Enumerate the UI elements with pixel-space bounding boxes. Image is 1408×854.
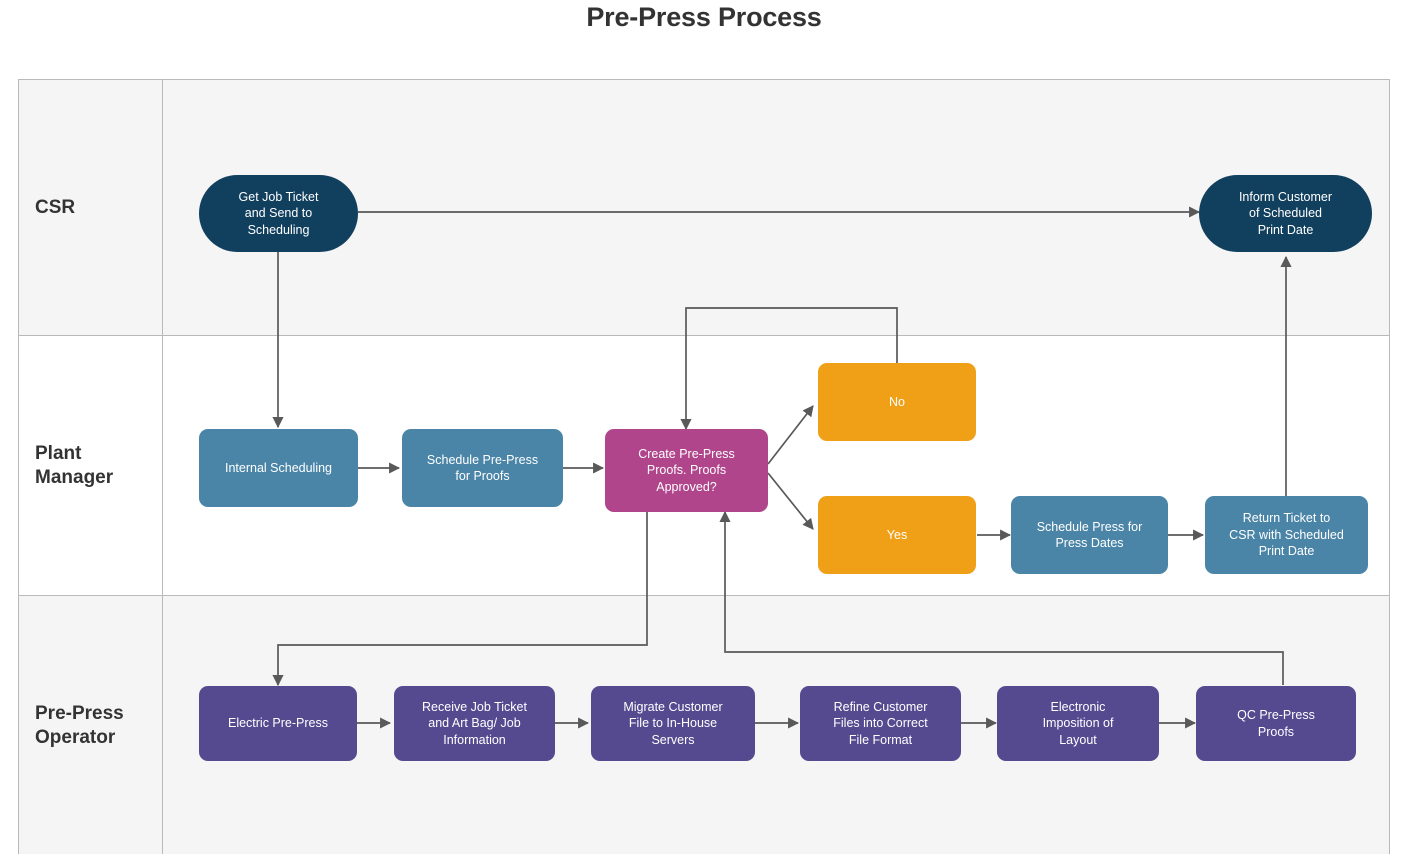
swimlane-header-plant-manager: Plant Manager (19, 336, 163, 595)
node-electronic-imposition[interactable]: Electronic Imposition of Layout (997, 686, 1159, 761)
node-qc-pre-press-proofs[interactable]: QC Pre-Press Proofs (1196, 686, 1356, 761)
swimlane-label-csr: CSR (35, 196, 76, 218)
node-return-ticket[interactable]: Return Ticket to CSR with Scheduled Prin… (1205, 496, 1368, 574)
swimlane-header-pre-press-operator: Pre-Press Operator (19, 596, 163, 854)
node-refine-customer-files[interactable]: Refine Customer Files into Correct File … (800, 686, 961, 761)
page-title: Pre-Press Process (586, 2, 822, 32)
swimlane-header-csr: CSR (19, 80, 163, 335)
node-decision-yes[interactable]: Yes (818, 496, 976, 574)
node-migrate-customer-file[interactable]: Migrate Customer File to In-House Server… (591, 686, 755, 761)
node-schedule-press[interactable]: Schedule Press for Press Dates (1011, 496, 1168, 574)
node-decision-no[interactable]: No (818, 363, 976, 441)
node-get-job-ticket[interactable]: Get Job Ticket and Send to Scheduling (199, 175, 358, 252)
node-schedule-pre-press[interactable]: Schedule Pre-Press for Proofs (402, 429, 563, 507)
node-electric-pre-press[interactable]: Electric Pre-Press (199, 686, 357, 761)
node-inform-customer[interactable]: Inform Customer of Scheduled Print Date (1199, 175, 1372, 252)
node-internal-scheduling[interactable]: Internal Scheduling (199, 429, 358, 507)
node-receive-job-ticket[interactable]: Receive Job Ticket and Art Bag/ Job Info… (394, 686, 555, 761)
swimlane-label-plant-manager: Plant Manager (35, 442, 114, 488)
node-create-pre-press-proofs[interactable]: Create Pre-Press Proofs. Proofs Approved… (605, 429, 768, 512)
swimlane-label-pre-press-operator: Pre-Press Operator (35, 702, 124, 748)
